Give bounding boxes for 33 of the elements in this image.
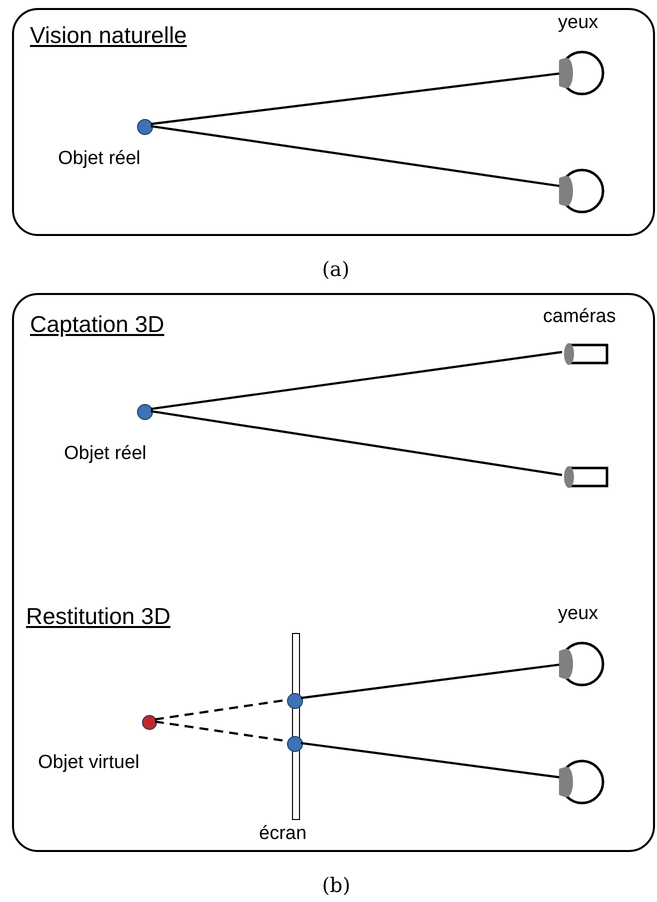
eye-icon	[559, 50, 605, 96]
point-marker	[142, 715, 157, 730]
sight-line	[150, 410, 562, 476]
point-marker	[137, 404, 153, 420]
sight-line	[154, 720, 286, 742]
point-marker	[287, 736, 303, 752]
camera-icon	[563, 342, 609, 366]
panel-frame	[12, 293, 655, 852]
eye-icon	[559, 168, 605, 214]
panel-heading: Vision naturelle	[30, 22, 187, 49]
object-label: Objet réel	[64, 443, 146, 465]
panel-heading: Restitution 3D	[26, 603, 170, 630]
part-label: caméras	[543, 306, 616, 328]
panel-frame	[12, 8, 655, 236]
sight-line	[150, 125, 560, 188]
sight-line	[150, 350, 562, 410]
object-label: Objet réel	[58, 148, 140, 170]
figure-caption: (a)	[322, 257, 350, 281]
point-marker	[137, 119, 153, 135]
part-label: yeux	[558, 603, 598, 625]
eye-icon	[559, 641, 605, 687]
part-label: yeux	[558, 12, 598, 34]
camera-icon	[563, 465, 609, 489]
object-label: Objet virtuel	[38, 752, 140, 774]
sight-line	[150, 72, 560, 126]
eye-icon	[559, 759, 605, 805]
object-label: écran	[259, 823, 307, 845]
panel-heading: Captation 3D	[30, 311, 164, 338]
sight-line	[154, 699, 286, 720]
point-marker	[287, 693, 303, 709]
sight-line	[300, 664, 560, 700]
sight-line	[300, 742, 560, 778]
figure-caption: (b)	[322, 873, 350, 897]
